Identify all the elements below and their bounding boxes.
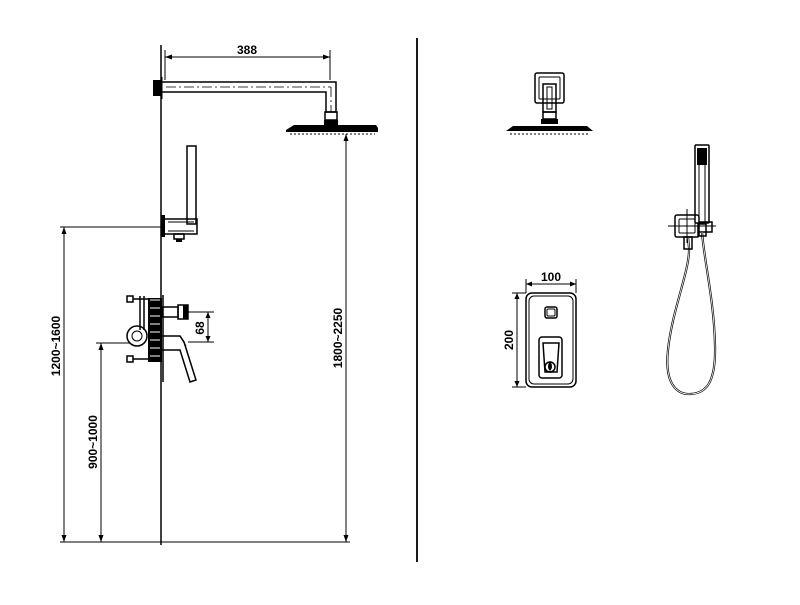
dim-100-label: 100 xyxy=(541,270,561,284)
front-views: 100 200 xyxy=(502,72,717,396)
dim-900-label: 900~1000 xyxy=(86,415,100,469)
side-elevation: 388 1800~2250 1200~1600 xyxy=(49,43,378,545)
hose-icon xyxy=(666,223,717,396)
dim-head-height: 1800~2250 xyxy=(331,134,349,542)
dim-200-label: 200 xyxy=(502,330,516,350)
dim-valve-height: 900~1000 xyxy=(86,342,130,542)
dim-plate-height: 200 xyxy=(502,292,526,388)
hand-shower-front-icon xyxy=(694,144,710,224)
hand-shower-side-icon xyxy=(161,145,198,242)
arm-wall-flange xyxy=(153,80,162,96)
dim-outlet-offset: 68 xyxy=(188,311,214,343)
dim-68-label: 68 xyxy=(193,321,207,335)
mixer-valve-side-icon xyxy=(126,295,197,383)
shower-head-front-icon xyxy=(506,72,593,135)
head-connector xyxy=(324,120,338,125)
dim-plate-width: 100 xyxy=(525,270,577,293)
dim-arm-length: 388 xyxy=(164,43,331,80)
valve-plate-icon xyxy=(525,292,577,388)
dim-388-label: 388 xyxy=(237,43,257,57)
dim-1800-label: 1800~2250 xyxy=(331,307,345,368)
dim-holder-height: 1200~1600 xyxy=(49,226,161,542)
shower-head-side-icon xyxy=(286,125,378,135)
dim-1200-label: 1200~1600 xyxy=(49,315,63,376)
shower-arm xyxy=(153,77,338,125)
